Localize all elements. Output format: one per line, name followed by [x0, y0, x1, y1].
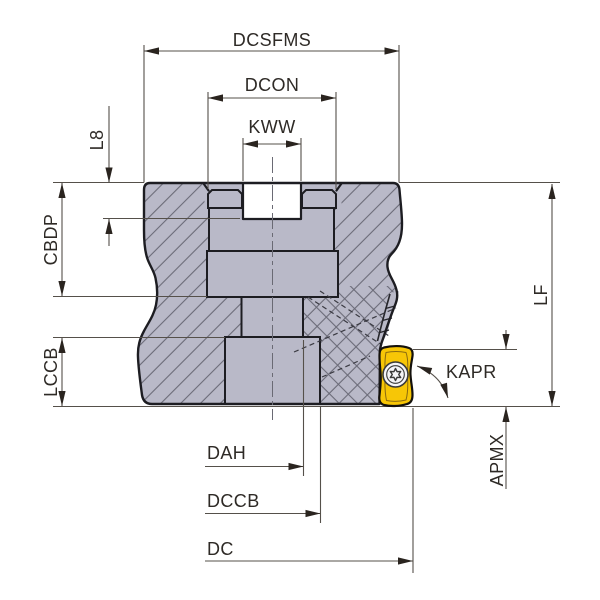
- dimension-labels: DCSFMS DCON KWW L8 CBDP LCCB LF APMX KAP…: [41, 30, 551, 559]
- dimension-dah: [205, 462, 304, 471]
- dimension-kww: [243, 140, 301, 148]
- bore-step-upper: [208, 207, 335, 252]
- dim-label-lf: LF: [531, 284, 551, 306]
- dim-label-cbdp: CBDP: [41, 214, 61, 266]
- dim-label-l8: L8: [87, 130, 107, 151]
- insert-pocket-hidden-lines: [293, 290, 397, 378]
- dimension-lines: [53, 45, 560, 573]
- dimension-kapr: [416, 365, 449, 399]
- drive-key-block-right: [301, 189, 337, 209]
- dim-label-kww: KWW: [248, 117, 295, 137]
- drive-key-block-left: [207, 189, 243, 209]
- recess-chamfers: [202, 182, 343, 192]
- cutting-insert: [378, 344, 414, 408]
- dimension-apmx: [502, 330, 510, 489]
- dimension-dc: [205, 557, 413, 565]
- dim-label-lccb: LCCB: [41, 347, 61, 397]
- dimension-dcsfms: [144, 47, 400, 55]
- dim-label-kapr: KAPR: [446, 362, 497, 382]
- ext-kww: [242, 138, 302, 181]
- dimension-lf: [548, 184, 556, 406]
- dimension-cbdp: [58, 183, 66, 296]
- dim-label-dc: DC: [207, 539, 234, 559]
- dim-label-dcon: DCON: [245, 75, 300, 95]
- dim-label-dccb: DCCB: [207, 491, 260, 511]
- dim-label-dah: DAH: [207, 443, 246, 463]
- dimension-dccb: [205, 509, 321, 518]
- torx-screw-icon: [382, 361, 409, 388]
- dimension-l8: [105, 106, 113, 246]
- dim-label-dcsfms: DCSFMS: [233, 30, 311, 50]
- ext-dcsfms: [143, 45, 400, 183]
- ext-dcon: [207, 92, 337, 189]
- dim-label-apmx: APMX: [487, 434, 507, 487]
- pocket-serrations: [376, 291, 399, 344]
- dimension-dcon: [208, 94, 336, 102]
- dimension-lccb: [58, 338, 66, 406]
- cutter-body: [136, 177, 404, 406]
